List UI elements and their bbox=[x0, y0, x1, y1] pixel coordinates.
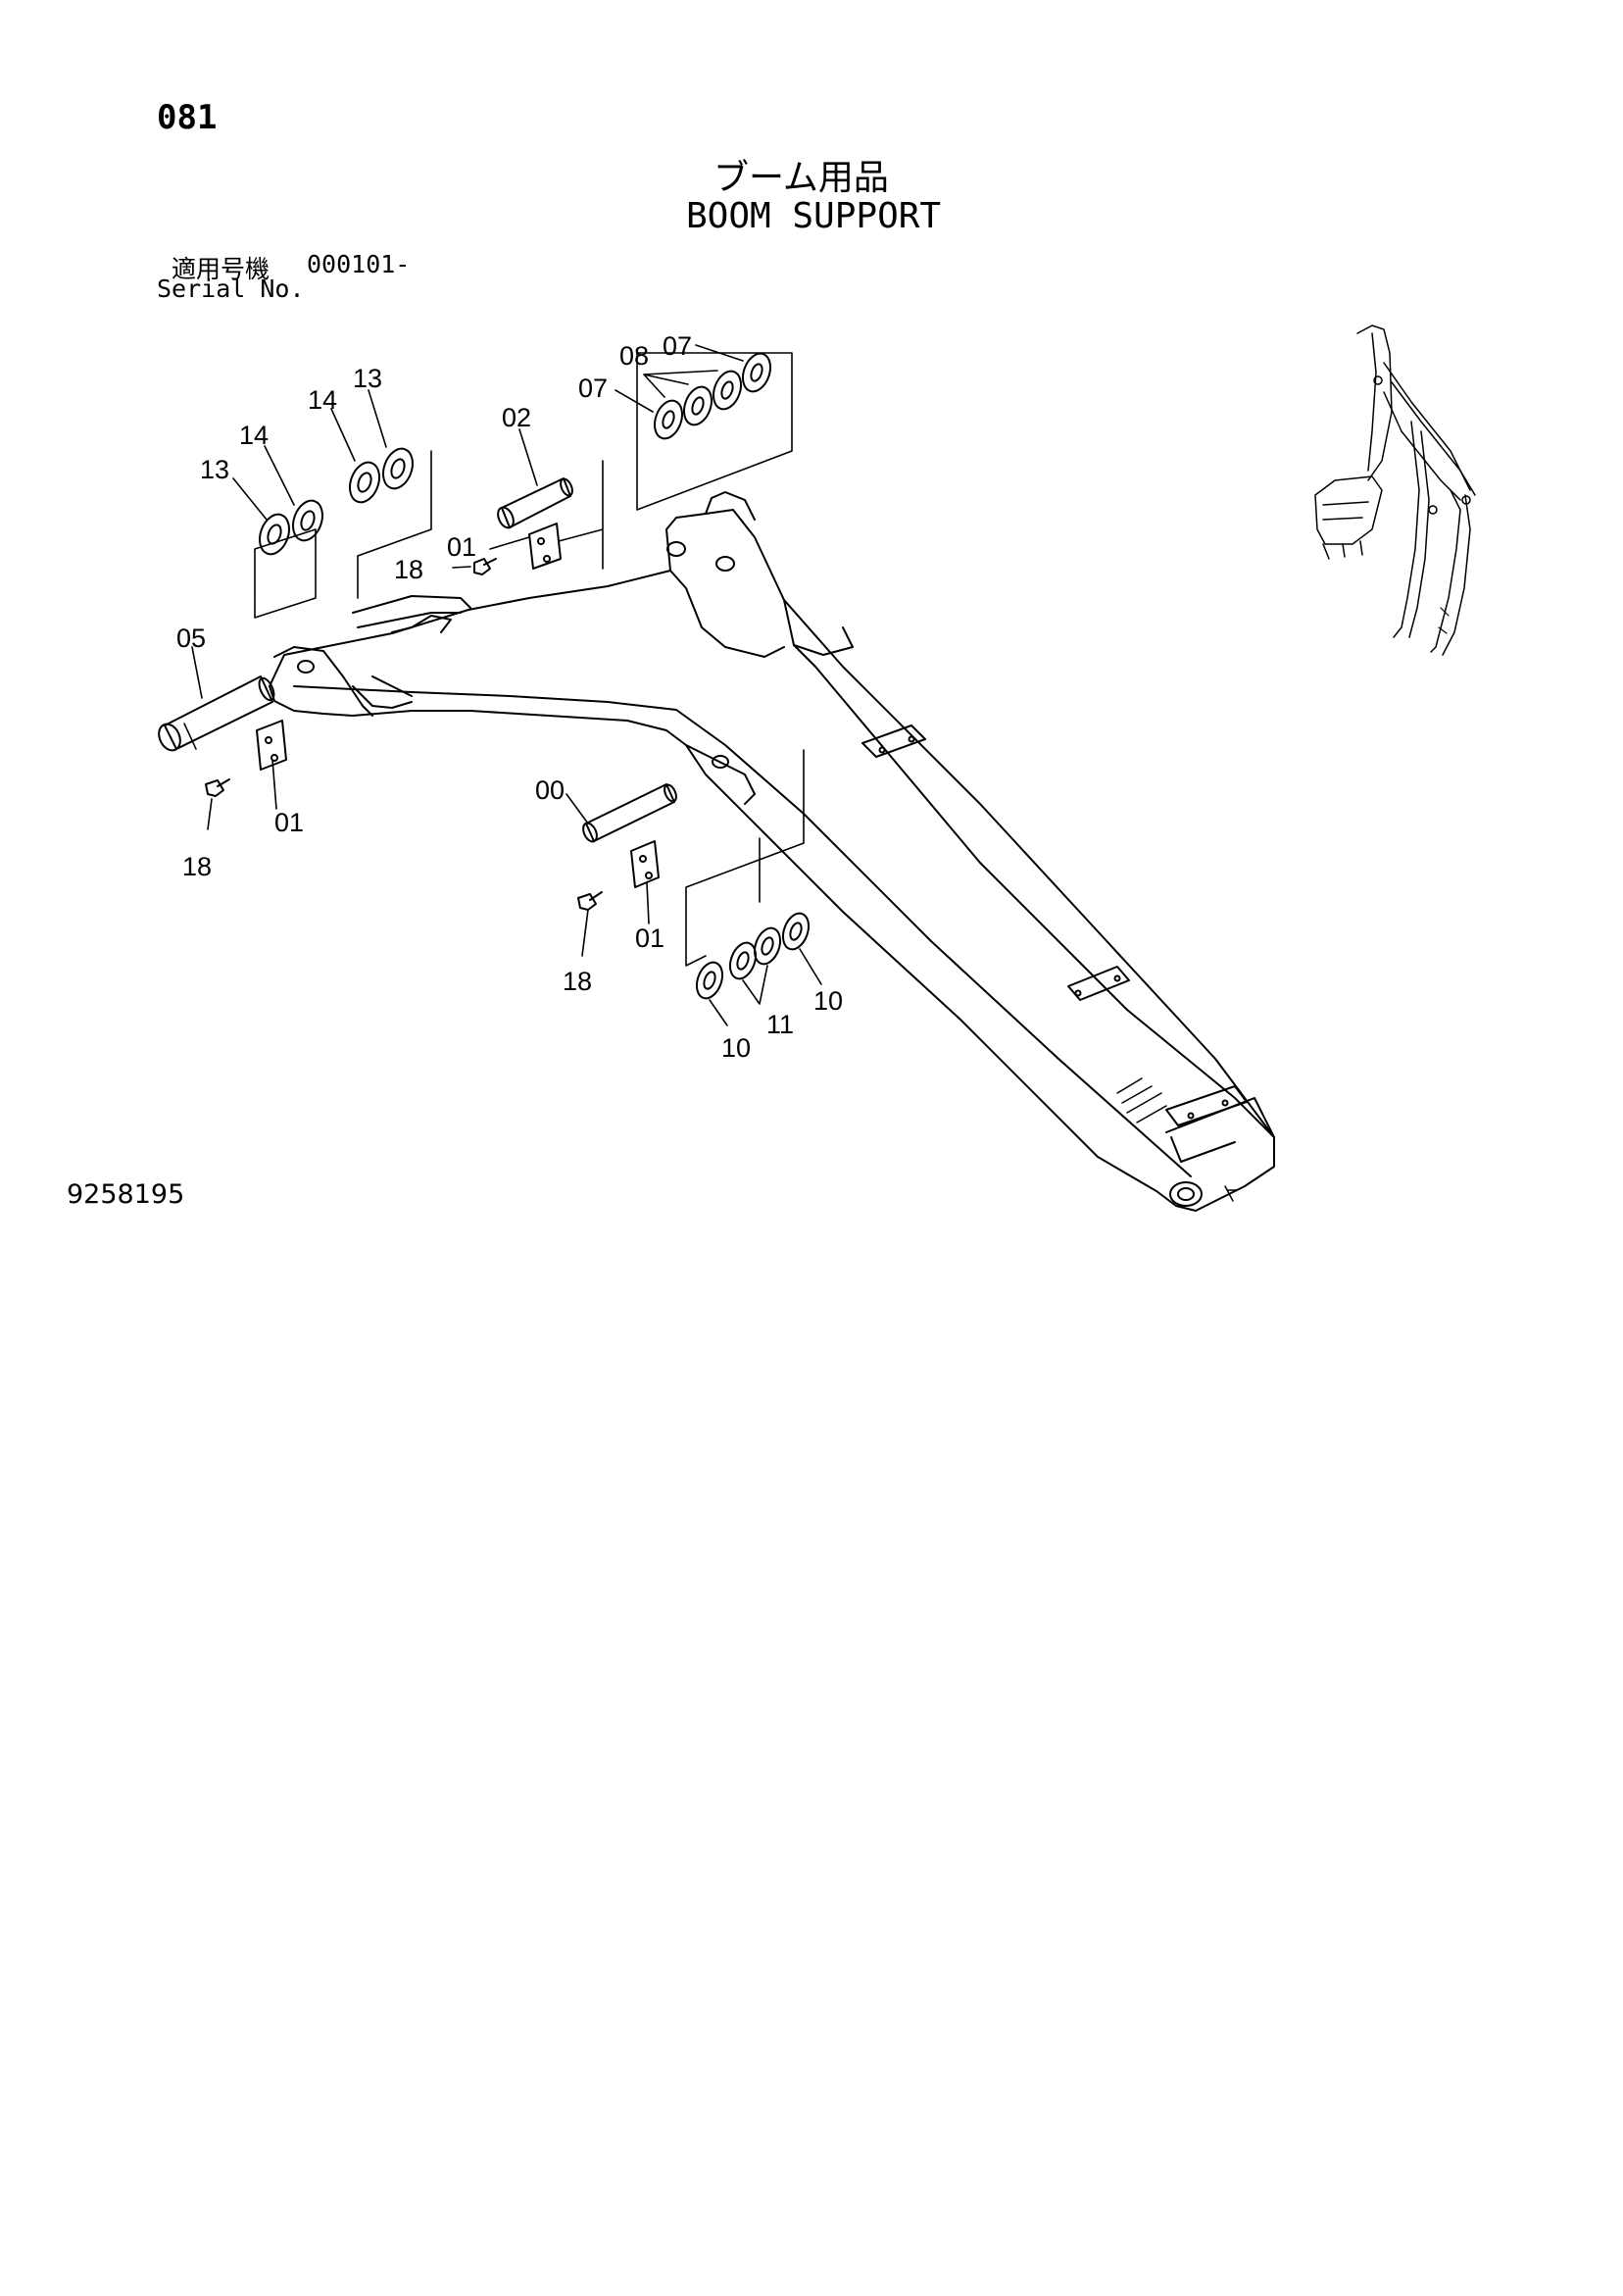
washer-group-13-14 bbox=[259, 447, 414, 556]
callout-18: 18 bbox=[563, 967, 592, 996]
washer-group-07-08 bbox=[653, 352, 772, 440]
callout-01: 01 bbox=[274, 808, 304, 837]
bolts-18 bbox=[205, 558, 603, 911]
title-japanese: ブーム用品 bbox=[713, 158, 889, 198]
callout-13: 13 bbox=[353, 364, 382, 393]
callout-18: 18 bbox=[182, 852, 212, 881]
callout-02: 02 bbox=[502, 403, 531, 432]
page-number: 081 bbox=[157, 98, 218, 137]
pin-05 bbox=[158, 675, 275, 752]
pin-02 bbox=[497, 477, 573, 529]
callout-10: 10 bbox=[813, 986, 843, 1016]
excavator-locator-thumbnail bbox=[1314, 324, 1476, 656]
callout-07: 07 bbox=[578, 374, 608, 403]
callout-07: 07 bbox=[663, 331, 692, 361]
callout-01: 01 bbox=[447, 532, 476, 562]
guide-lines bbox=[254, 352, 805, 967]
callout-14: 14 bbox=[308, 385, 337, 415]
callout-13: 13 bbox=[200, 455, 229, 484]
serial-label-english: Serial No. bbox=[157, 275, 305, 303]
washer-group-10-11 bbox=[695, 912, 811, 1000]
callout-11: 11 bbox=[766, 1010, 794, 1039]
callout-14: 14 bbox=[239, 421, 269, 450]
serial-label-japanese: 適用号機 bbox=[172, 255, 270, 283]
leader-lines bbox=[191, 344, 822, 1026]
callout-18: 18 bbox=[394, 555, 423, 584]
callout-10: 10 bbox=[721, 1033, 751, 1063]
callout-08: 08 bbox=[619, 341, 649, 371]
drawing-number: 9258195 bbox=[67, 1179, 185, 1210]
callout-labels: 13 14 14 13 02 01 18 08 07 07 05 01 18 0… bbox=[176, 331, 843, 1063]
serial-range: 000101- bbox=[307, 250, 411, 278]
callout-00: 00 bbox=[535, 775, 565, 805]
boom-body bbox=[269, 491, 1275, 1212]
lock-plates-01 bbox=[256, 523, 660, 888]
callout-05: 05 bbox=[176, 624, 206, 653]
title-english: BOOM SUPPORT bbox=[686, 196, 942, 236]
callout-01: 01 bbox=[635, 923, 664, 953]
pin-00 bbox=[582, 783, 677, 843]
